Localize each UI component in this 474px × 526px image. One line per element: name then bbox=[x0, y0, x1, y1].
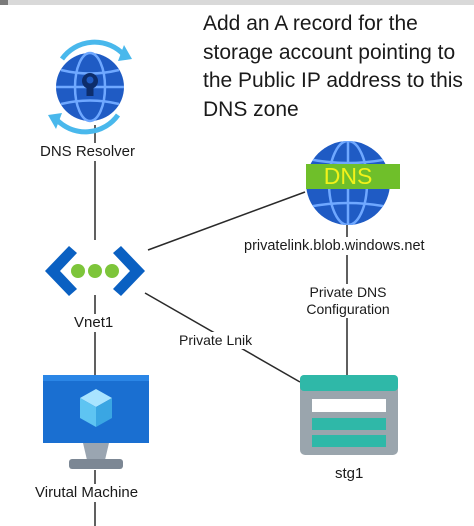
dns-resolver-label: DNS Resolver bbox=[39, 143, 137, 161]
dns-resolver-globe-icon[interactable] bbox=[40, 37, 140, 142]
private-dns-config-line2: Configuration bbox=[306, 301, 390, 317]
note-text: Add an A record for the storage account … bbox=[203, 12, 463, 121]
private-dns-zone-globe-icon[interactable]: DNS bbox=[300, 137, 400, 234]
virtual-machine-monitor-icon[interactable] bbox=[43, 375, 149, 476]
vm-label: Virutal Machine bbox=[34, 484, 140, 502]
private-dns-zone-label: privatelink.blob.windows.net bbox=[243, 237, 426, 255]
top-frame-corner bbox=[0, 0, 8, 5]
vnet-label: Vnet1 bbox=[73, 314, 115, 332]
private-link-edge-label: Private Lnik bbox=[179, 332, 253, 349]
virtual-network-icon[interactable] bbox=[43, 240, 147, 307]
top-frame-border bbox=[0, 0, 474, 5]
private-dns-config-line1: Private DNS bbox=[309, 284, 387, 300]
storage-account-icon[interactable] bbox=[300, 375, 398, 460]
edge-vnet-dnszone bbox=[147, 191, 306, 251]
dns-badge: DNS bbox=[324, 163, 373, 189]
storage-label: stg1 bbox=[334, 465, 365, 483]
private-dns-config-edge-label: Private DNS Configuration bbox=[296, 284, 400, 318]
